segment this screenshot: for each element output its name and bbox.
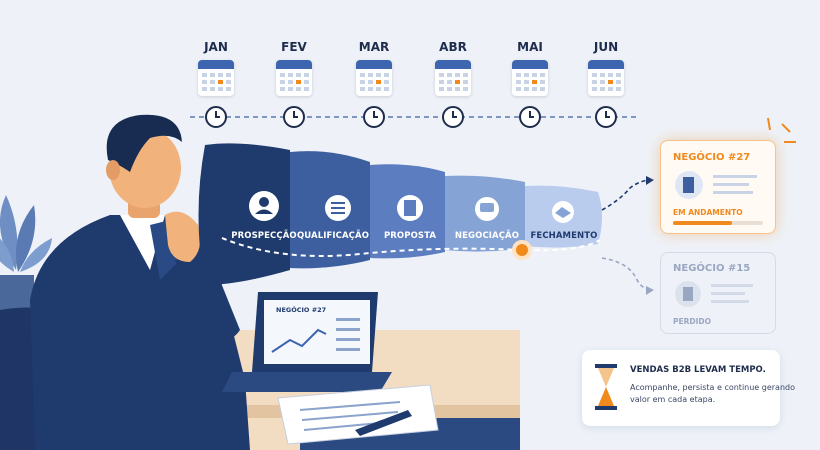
stage-label-prospeccao: PROSPECÇÃO [231,231,297,241]
clock-icon [595,106,617,128]
text-placeholder-line [713,175,757,178]
arrow-to-lost-deal [601,257,653,291]
plant-illustration [0,195,52,335]
laptop [222,292,392,392]
calendar-icon [198,60,234,96]
arrow-to-active-deal [601,179,653,211]
tip-card: VENDAS B2B LEVAM TEMPO. Acompanhe, persi… [582,350,795,426]
month-label: MAI [517,40,543,54]
calendar-icon [435,60,471,96]
deal-card-lost[interactable]: NEGÓCIO #15 PERDIDO [660,252,776,334]
clock-icon [363,106,385,128]
text-placeholder-line [711,300,749,303]
clock-icon [283,106,305,128]
month-label: MAR [358,40,390,54]
coffee-mug [160,386,221,426]
deal-status: PERDIDO [673,317,712,326]
clock-icon [519,106,541,128]
month-label: JAN [204,40,228,54]
stage-label-fechamento: FECHAMENTO [530,231,598,241]
text-placeholder-line [711,292,745,295]
deal-card-active[interactable]: NEGÓCIO #27 EM ANDAMENTO [660,140,776,234]
stage-label-qualificacao: QUALIFICAÇÃO [296,231,370,241]
month-label: ABR [439,40,467,54]
clock-icon [205,106,227,128]
tip-body: Acompanhe, persista e continue gerando v… [630,383,796,404]
text-placeholder-line [713,183,749,186]
notebook [277,384,439,445]
highlight-sparkle [767,117,796,143]
text-placeholder-line [711,284,753,287]
deal-status: EM ANDAMENTO [673,208,743,217]
deal-progress-fill [673,221,732,225]
timeline-line [190,116,640,118]
building-icon [675,171,703,199]
deal-title: NEGÓCIO #15 [673,263,751,274]
stage-label-negociacao: NEGOCIAÇÃO [454,231,520,241]
calendar-icon [588,60,624,96]
laptop-screen-title: NEGÓCIO #27 [276,306,327,314]
person-hand [165,211,201,262]
month-label: JUN [593,40,619,54]
deal-title: NEGÓCIO #27 [673,152,751,163]
month-label: FEV [281,40,307,54]
calendar-icon [512,60,548,96]
progress-path [221,237,601,257]
deal-progress-track [673,221,763,225]
building-icon [675,281,701,307]
calendar-icon [276,60,312,96]
stage-label-proposta: PROPOSTA [383,231,437,241]
person-hair [106,114,182,172]
current-position-marker [512,240,532,260]
tip-title: VENDAS B2B LEVAM TEMPO. [630,365,766,375]
calendar-icon [356,60,392,96]
text-placeholder-line [713,191,753,194]
pipeline-stage-segment [198,143,290,285]
clock-icon [442,106,464,128]
hourglass-icon [595,364,617,410]
